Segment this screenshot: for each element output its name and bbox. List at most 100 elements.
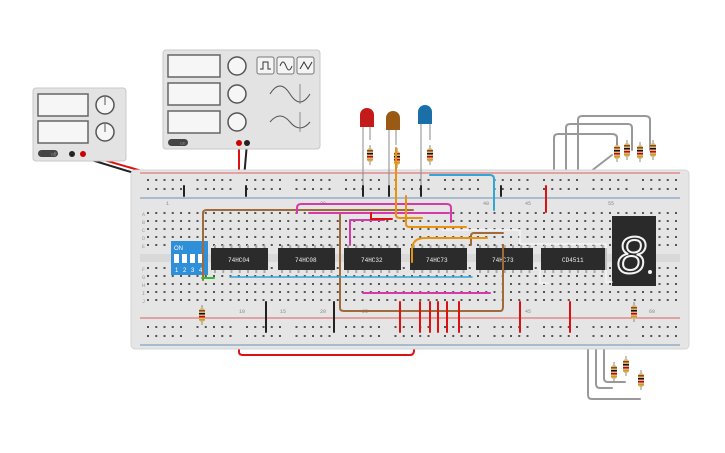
rail-hole[interactable] — [625, 335, 628, 337]
frequency-knob[interactable] — [227, 56, 247, 76]
breadboard-hole[interactable] — [510, 244, 512, 246]
square-wave-button[interactable] — [256, 56, 275, 75]
breadboard-hole[interactable] — [270, 244, 273, 246]
breadboard-hole[interactable] — [534, 236, 537, 238]
rail-hole[interactable] — [213, 188, 215, 190]
rail-hole[interactable] — [312, 188, 314, 190]
rail-hole[interactable] — [526, 326, 529, 328]
breadboard-hole[interactable] — [477, 299, 479, 301]
rail-hole[interactable] — [295, 326, 298, 328]
breadboard-hole[interactable] — [295, 236, 298, 238]
breadboard-hole[interactable] — [196, 236, 199, 238]
breadboard-hole[interactable] — [658, 236, 661, 238]
breadboard-hole[interactable] — [452, 244, 455, 246]
chip-74hc73-b[interactable]: 74HC73 — [476, 248, 533, 270]
rail-hole[interactable] — [246, 326, 248, 328]
breadboard-hole[interactable] — [270, 275, 273, 277]
breadboard-hole[interactable] — [534, 267, 537, 269]
breadboard-hole[interactable] — [180, 283, 182, 285]
breadboard-hole[interactable] — [394, 283, 397, 285]
breadboard-hole[interactable] — [419, 220, 422, 222]
led-brown[interactable] — [386, 111, 400, 185]
rail-hole[interactable] — [666, 335, 669, 337]
breadboard-hole[interactable] — [180, 275, 182, 277]
breadboard-hole[interactable] — [345, 220, 347, 222]
breadboard-hole[interactable] — [419, 275, 422, 277]
rail-hole[interactable] — [345, 179, 347, 181]
breadboard-hole[interactable] — [526, 291, 529, 293]
breadboard-hole[interactable] — [155, 220, 158, 222]
rail-hole[interactable] — [510, 179, 512, 181]
breadboard-hole[interactable] — [600, 275, 603, 277]
breadboard-hole[interactable] — [394, 244, 397, 246]
rail-hole[interactable] — [402, 188, 405, 190]
breadboard-hole[interactable] — [328, 291, 331, 293]
breadboard-hole[interactable] — [320, 299, 323, 301]
breadboard-hole[interactable] — [254, 212, 257, 214]
breadboard-hole[interactable] — [468, 299, 471, 301]
rail-hole[interactable] — [444, 179, 446, 181]
breadboard-hole[interactable] — [642, 212, 644, 214]
breadboard-hole[interactable] — [303, 291, 306, 293]
breadboard-hole[interactable] — [336, 228, 339, 230]
breadboard-hole[interactable] — [460, 299, 463, 301]
breadboard-hole[interactable] — [559, 212, 562, 214]
breadboard-hole[interactable] — [213, 220, 215, 222]
breadboard-hole[interactable] — [295, 220, 298, 222]
breadboard-hole[interactable] — [567, 236, 570, 238]
breadboard-hole[interactable] — [287, 236, 290, 238]
breadboard-hole[interactable] — [543, 228, 545, 230]
breadboard-hole[interactable] — [658, 275, 661, 277]
rail-hole[interactable] — [567, 188, 570, 190]
rail-hole[interactable] — [320, 326, 323, 328]
breadboard-hole[interactable] — [221, 236, 224, 238]
rail-hole[interactable] — [510, 326, 512, 328]
display-wire[interactable] — [587, 299, 641, 400]
breadboard-hole[interactable] — [204, 236, 207, 238]
breadboard-hole[interactable] — [526, 212, 529, 214]
white-wire[interactable] — [539, 269, 549, 284]
breadboard-hole[interactable] — [237, 291, 240, 293]
rail-hole[interactable] — [625, 326, 628, 328]
rail-hole[interactable] — [559, 179, 562, 181]
rail-hole[interactable] — [551, 188, 554, 190]
rail-hole[interactable] — [328, 326, 331, 328]
breadboard-hole[interactable] — [592, 299, 595, 301]
breadboard-hole[interactable] — [559, 283, 562, 285]
rail-hole[interactable] — [526, 335, 529, 337]
breadboard-hole[interactable] — [658, 220, 661, 222]
breadboard-hole[interactable] — [254, 299, 257, 301]
breadboard-hole[interactable] — [287, 244, 290, 246]
breadboard-hole[interactable] — [270, 291, 273, 293]
rail-hole[interactable] — [526, 188, 529, 190]
breadboard-hole[interactable] — [279, 283, 281, 285]
breadboard-hole[interactable] — [361, 299, 364, 301]
rail-hole[interactable] — [378, 326, 380, 328]
breadboard-hole[interactable] — [237, 275, 240, 277]
breadboard-hole[interactable] — [295, 244, 298, 246]
breadboard-hole[interactable] — [658, 212, 661, 214]
breadboard-hole[interactable] — [460, 212, 463, 214]
rail-hole[interactable] — [402, 326, 405, 328]
breadboard-hole[interactable] — [262, 236, 265, 238]
breadboard-hole[interactable] — [411, 283, 413, 285]
breadboard-hole[interactable] — [196, 291, 199, 293]
rail-hole[interactable] — [312, 335, 314, 337]
rail-hole[interactable] — [559, 326, 562, 328]
rail-hole[interactable] — [204, 326, 207, 328]
breadboard-hole[interactable] — [287, 212, 290, 214]
breadboard-hole[interactable] — [510, 236, 512, 238]
breadboard-hole[interactable] — [477, 228, 479, 230]
breadboard-hole[interactable] — [171, 299, 174, 301]
positive-terminal[interactable] — [80, 151, 86, 157]
breadboard-hole[interactable] — [658, 228, 661, 230]
breadboard-hole[interactable] — [609, 267, 611, 269]
resistor[interactable] — [650, 140, 656, 160]
breadboard-hole[interactable] — [155, 291, 158, 293]
breadboard-hole[interactable] — [600, 212, 603, 214]
breadboard-hole[interactable] — [666, 228, 669, 230]
breadboard-hole[interactable] — [155, 283, 158, 285]
breadboard-hole[interactable] — [246, 228, 248, 230]
breadboard-hole[interactable] — [229, 275, 232, 277]
rail-hole[interactable] — [303, 335, 306, 337]
